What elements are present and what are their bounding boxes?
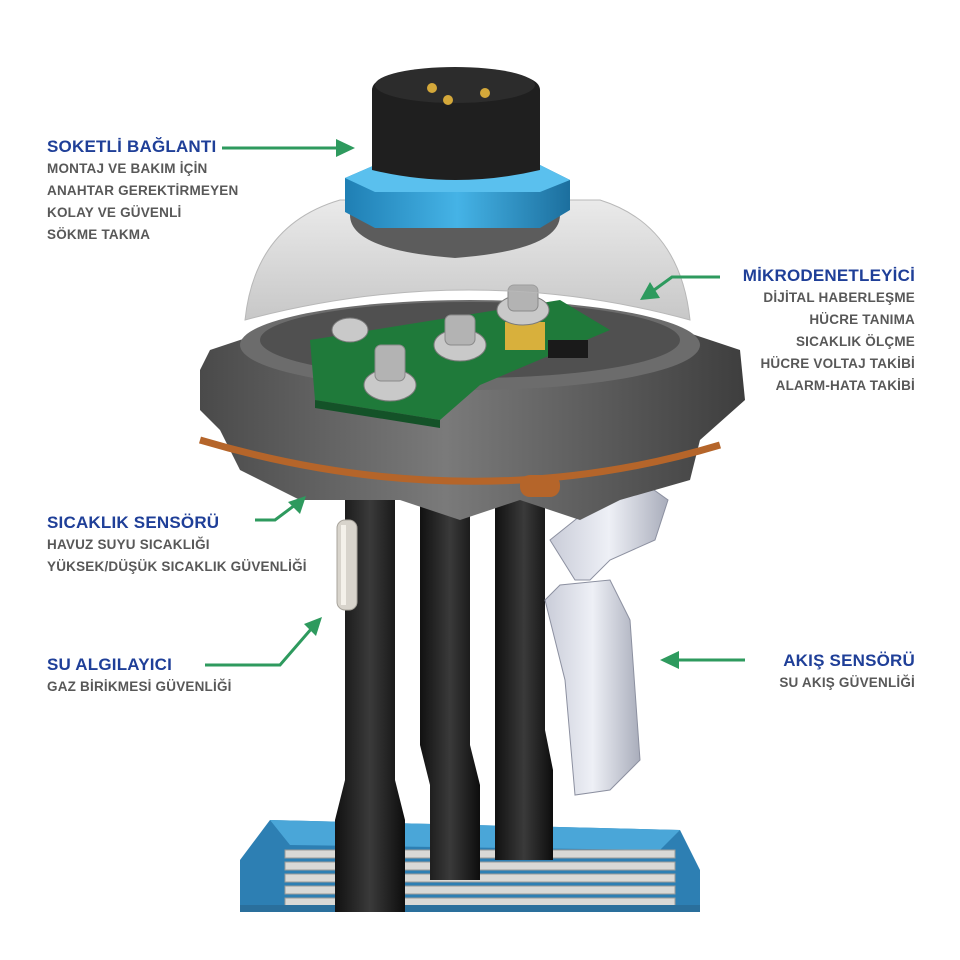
callout-socket-line-1: MONTAJ VE BAKIM İÇİN xyxy=(47,161,208,176)
electrode-rods xyxy=(335,470,553,912)
callout-temp-title: SICAKLIK SENSÖRÜ xyxy=(47,513,220,532)
callout-flow: AKIŞ SENSÖRÜ SU AKIŞ GÜVENLİĞİ xyxy=(779,650,915,694)
callout-flow-line-1: SU AKIŞ GÜVENLİĞİ xyxy=(779,675,915,690)
callout-socket-line-4: SÖKME TAKMA xyxy=(47,227,151,242)
callout-micro: MİKRODENETLEYİCİ DİJİTAL HABERLEŞME HÜCR… xyxy=(743,265,915,397)
arrowhead-micro xyxy=(640,282,660,300)
callout-flow-title: AKIŞ SENSÖRÜ xyxy=(783,651,915,670)
arrowhead-water xyxy=(304,617,322,636)
callout-micro-line-1: DİJİTAL HABERLEŞME xyxy=(763,290,915,305)
callout-socket-title: SOKETLİ BAĞLANTI xyxy=(47,137,217,156)
flow-paddle xyxy=(544,479,669,796)
callout-socket: SOKETLİ BAĞLANTI MONTAJ VE BAKIM İÇİN AN… xyxy=(47,136,238,246)
callout-temp: SICAKLIK SENSÖRÜ HAVUZ SUYU SICAKLIĞI YÜ… xyxy=(47,512,307,578)
arrowhead-socket xyxy=(336,139,355,157)
arrow-micro xyxy=(649,275,720,295)
callout-micro-line-5: ALARM-HATA TAKİBİ xyxy=(775,378,915,393)
pcb-board xyxy=(310,284,610,428)
callout-water: SU ALGILAYICI GAZ BİRİKMESİ GÜVENLİĞİ xyxy=(47,654,232,698)
arrow-heads xyxy=(288,139,679,669)
callout-micro-line-3: SICAKLIK ÖLÇME xyxy=(795,334,915,349)
temperature-probe xyxy=(336,519,358,611)
callout-arrows xyxy=(205,146,745,667)
callout-socket-line-2: ANAHTAR GEREKTİRMEYEN xyxy=(47,183,239,198)
arrowhead-temp xyxy=(288,496,306,514)
arrowhead-flow xyxy=(660,651,679,669)
arrow-water xyxy=(205,627,314,667)
callout-water-title: SU ALGILAYICI xyxy=(47,655,173,674)
callout-micro-title: MİKRODENETLEYİCİ xyxy=(742,266,915,285)
callout-water-line-1: GAZ BİRİKMESİ GÜVENLİĞİ xyxy=(47,679,232,694)
socket-connector xyxy=(345,67,570,258)
callout-micro-line-2: HÜCRE TANIMA xyxy=(809,312,915,327)
callout-socket-line-3: KOLAY VE GÜVENLİ xyxy=(47,205,182,220)
callout-micro-line-4: HÜCRE VOLTAJ TAKİBİ xyxy=(760,356,915,371)
callout-temp-line-2: YÜKSEK/DÜŞÜK SICAKLIK GÜVENLİĞİ xyxy=(47,559,307,574)
callout-temp-line-1: HAVUZ SUYU SICAKLIĞI xyxy=(47,537,210,552)
arrow-temp xyxy=(255,503,296,522)
